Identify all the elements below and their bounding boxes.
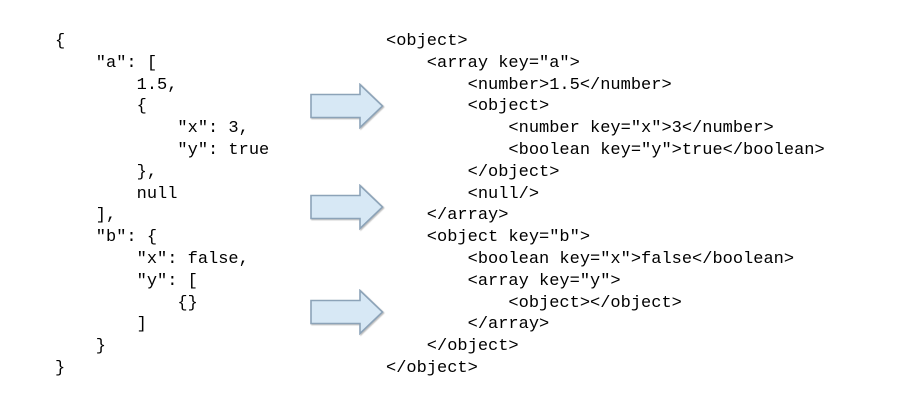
json-code-line: }, xyxy=(55,162,158,182)
block-arrow-shape xyxy=(310,184,384,230)
xml-code-line: <array key="y"> xyxy=(386,271,621,291)
xml-code-line: <null/> xyxy=(386,184,540,204)
maps-to-arrow-icon xyxy=(310,184,384,230)
json-code-line: "y": [ xyxy=(55,271,198,291)
json-code-line: {} xyxy=(55,293,198,313)
json-code-line: "b": { xyxy=(55,228,158,248)
json-code-line: null xyxy=(55,184,178,204)
json-code-line: } xyxy=(55,358,66,378)
maps-to-arrow-icon xyxy=(310,83,384,129)
xml-code-line: </array> xyxy=(386,206,509,226)
xml-code-line: <object> xyxy=(386,97,550,117)
xml-code-line: <boolean key="x">false</boolean> xyxy=(386,249,795,269)
xml-code-line: <number>1.5</number> xyxy=(386,75,672,95)
xml-code-line: <boolean key="y">true</boolean> xyxy=(386,140,825,160)
xml-code-panel: <object> <array key="a"> <number>1.5</nu… xyxy=(386,31,825,380)
json-code-line: } xyxy=(55,337,107,357)
json-code-line: "x": false, xyxy=(55,249,249,269)
xml-code-line: </object> xyxy=(386,358,478,378)
json-code-panel: { "a": [ 1.5, { "x": 3, "y": true }, nul… xyxy=(55,31,269,380)
xml-code-line: <number key="x">3</number> xyxy=(386,119,774,139)
xml-code-line: <object key="b"> xyxy=(386,228,591,248)
json-code-line: "x": 3, xyxy=(55,119,249,139)
json-code-line: ] xyxy=(55,315,147,335)
maps-to-arrow-icon xyxy=(310,289,384,335)
xml-code-line: </object> xyxy=(386,162,560,182)
xml-code-line: </object> xyxy=(386,337,519,357)
xml-code-line: </array> xyxy=(386,315,550,335)
json-code-line: { xyxy=(55,32,66,51)
json-code-line: "a": [ xyxy=(55,53,158,73)
block-arrow-shape xyxy=(310,83,384,129)
json-code-line: { xyxy=(55,97,147,117)
xml-code-line: <object></object> xyxy=(386,293,682,313)
json-code-line: ], xyxy=(55,206,117,226)
json-code-line: 1.5, xyxy=(55,75,178,95)
xml-code-line: <array key="a"> xyxy=(386,53,580,73)
block-arrow-shape xyxy=(310,289,384,335)
json-code-line: "y": true xyxy=(55,140,270,160)
xml-code-line: <object> xyxy=(386,32,468,51)
